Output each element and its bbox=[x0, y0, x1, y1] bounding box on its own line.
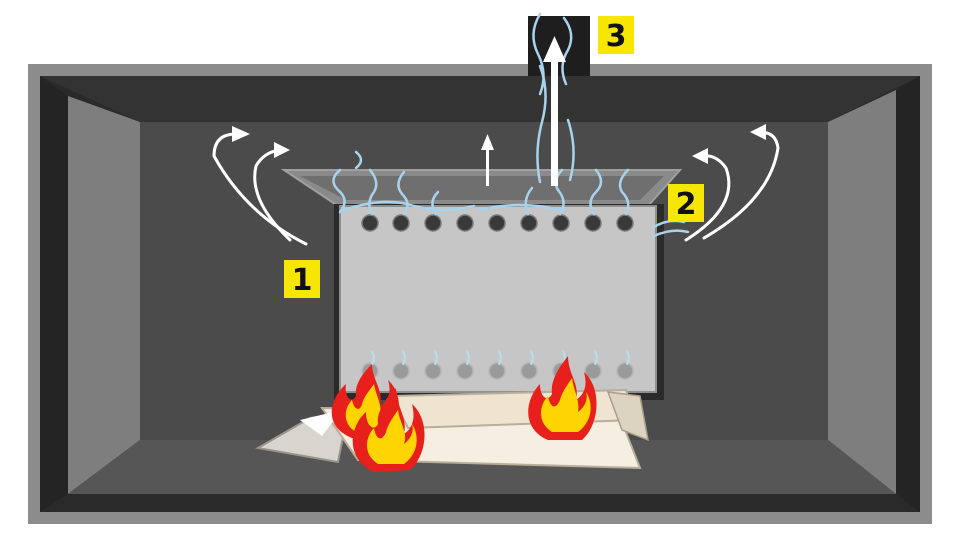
updraft-arrow-icon bbox=[543, 36, 566, 186]
baffle-holes-top bbox=[361, 214, 634, 232]
right-side-wall bbox=[828, 90, 896, 494]
smoke-wisps bbox=[332, 12, 690, 238]
left-arrowhead-2 bbox=[274, 142, 290, 158]
callout-3-text: 3 bbox=[606, 19, 627, 54]
left-arrowhead-1 bbox=[232, 126, 250, 142]
callout-2-text: 2 bbox=[676, 187, 697, 222]
small-up-arrow-icon bbox=[481, 134, 494, 186]
callout-2: 2 bbox=[668, 184, 704, 222]
right-arrowhead-1 bbox=[692, 148, 708, 164]
callout-1: 1 bbox=[284, 260, 320, 298]
left-side-wall bbox=[68, 96, 140, 494]
callout-3: 3 bbox=[598, 16, 634, 54]
firebox-floor bbox=[68, 440, 896, 494]
right-arrowhead-2 bbox=[750, 124, 766, 140]
callout-1-text: 1 bbox=[292, 263, 313, 298]
baffle-holes-bottom bbox=[361, 362, 634, 380]
baffle-plate bbox=[339, 205, 657, 393]
flame-icon bbox=[352, 388, 425, 472]
left-side-wall-edge bbox=[40, 76, 68, 512]
smoke-shelf-inner bbox=[300, 176, 664, 200]
firebox-ceiling bbox=[40, 76, 920, 122]
right-side-wall-edge bbox=[896, 76, 920, 512]
left-airflow-arrows bbox=[212, 132, 308, 246]
flame-icon bbox=[528, 356, 597, 440]
right-airflow-arrows bbox=[684, 130, 780, 242]
